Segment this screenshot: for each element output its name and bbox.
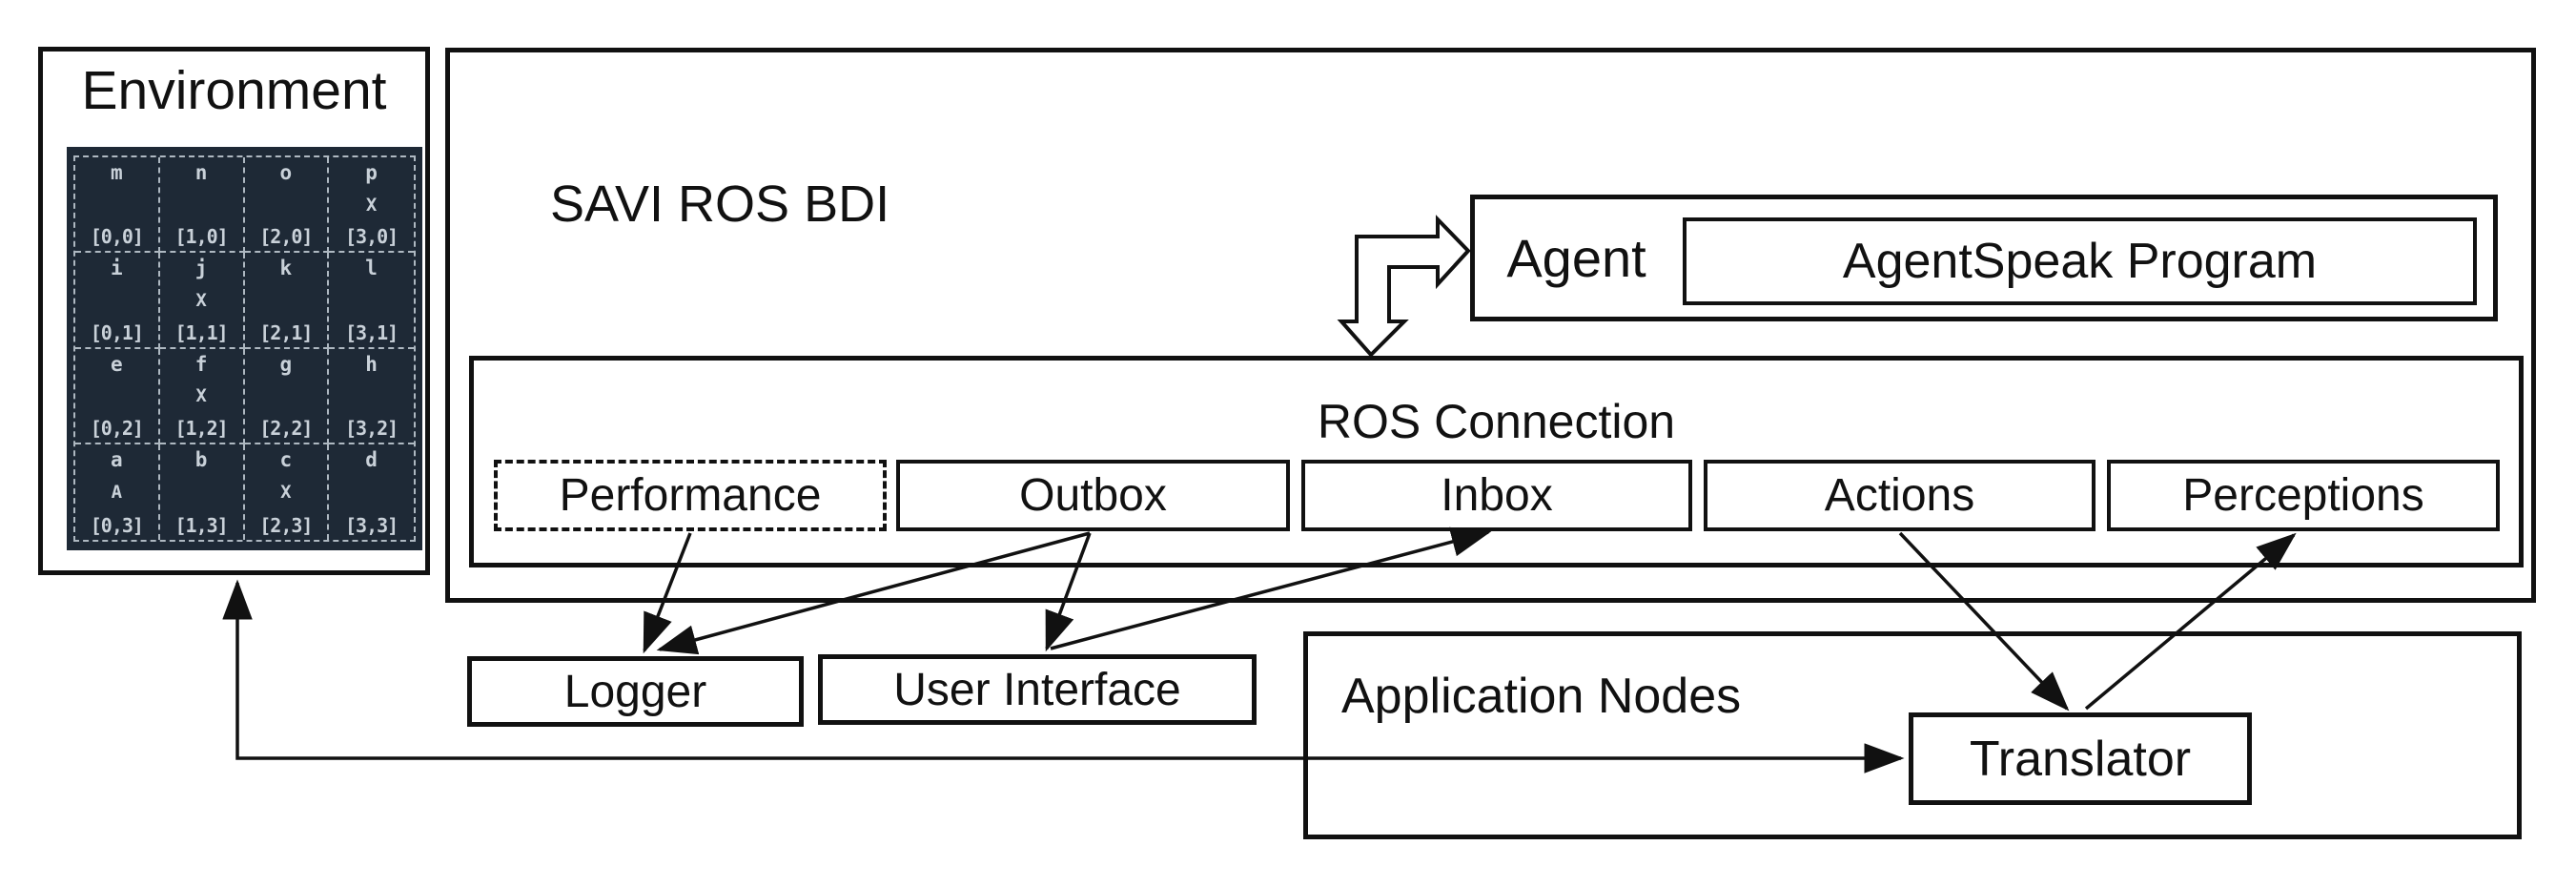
grid-cell-[1,3]: b [1,3] [160, 444, 245, 540]
grid-cell-[1,0]: n [1,0] [159, 157, 245, 254]
environment-title: Environment [81, 60, 387, 121]
grid-cell-coord: [0,0] [90, 225, 144, 249]
ros-connection-title: ROS Connection [1317, 395, 1676, 448]
grid-cell-[0,2]: e [0,2] [75, 348, 160, 444]
grid-cell-letter: h [365, 352, 378, 376]
grid-cell-coord: [0,1] [90, 320, 144, 344]
agentspeak-program-box: AgentSpeak Program [1683, 217, 2477, 305]
grid-cell-letter: n [194, 161, 208, 184]
topic-performance: Performance [494, 460, 887, 531]
grid-cell-[0,1]: i [0,1] [75, 253, 160, 349]
grid-cell-coord: [2,2] [259, 416, 313, 440]
grid-cell-coord: [2,3] [259, 514, 313, 537]
grid-cell-letter: l [365, 257, 378, 280]
grid-cell-letter: e [111, 352, 123, 376]
grid-cell-coord: [0,2] [90, 416, 144, 440]
topic-actions: Actions [1704, 460, 2096, 531]
grid-cell-coord: [3,1] [345, 320, 399, 344]
grid-cell-marker: A [111, 482, 123, 504]
grid-cell-coord: [1,0] [174, 225, 229, 249]
grid-cell-coord: [3,2] [345, 416, 399, 440]
grid-cell-coord: [0,3] [90, 514, 144, 537]
grid-cell-letter: c [279, 447, 293, 471]
grid-cell-[2,0]: o [2,0] [244, 157, 330, 254]
grid-cell-letter: d [365, 447, 378, 471]
grid-cell-letter: j [194, 257, 208, 280]
grid-cell-coord: [2,1] [259, 320, 313, 344]
grid-cell-[0,0]: m [0,0] [75, 157, 160, 254]
grid-cell-marker: X [195, 385, 207, 407]
grid-cell-[3,1]: l [3,1] [329, 253, 414, 349]
logger-box: Logger [467, 656, 804, 727]
grid-cell-[2,1]: k [2,1] [244, 253, 330, 349]
grid-cell-marker: X [195, 289, 207, 311]
grid-cell-letter: o [279, 161, 293, 184]
application-nodes-title: Application Nodes [1341, 669, 1742, 724]
grid-cell-marker: X [365, 194, 378, 216]
grid-cell-letter: g [279, 352, 293, 376]
savi-ros-bdi-title: SAVI ROS BDI [550, 175, 890, 233]
topic-outbox: Outbox [896, 460, 1290, 531]
topic-perceptions: Perceptions [2107, 460, 2500, 531]
grid-cell-letter: p [365, 161, 378, 184]
grid-cell-letter: b [194, 447, 208, 471]
user-interface-box: User Interface [818, 654, 1257, 725]
grid-cell-[3,3]: d [3,3] [329, 444, 414, 540]
grid-cell-coord: [1,2] [174, 416, 229, 440]
grid-cell-marker: X [280, 482, 292, 504]
grid-cell-[3,2]: h [3,2] [329, 349, 414, 444]
grid-cell-letter: m [111, 161, 123, 184]
grid-cell-coord: [3,0] [345, 225, 399, 249]
grid-cell-[2,2]: g [2,2] [244, 348, 330, 444]
grid-cell-coord: [3,3] [345, 514, 399, 537]
grid-cell-letter: i [111, 257, 123, 280]
grid-cell-coord: [2,0] [259, 225, 313, 249]
agent-label: Agent [1506, 228, 1646, 288]
grid-cell-coord: [1,3] [174, 514, 229, 537]
translator-box: Translator [1909, 712, 2252, 805]
grid-cell-letter: k [279, 257, 293, 280]
grid-cell-coord: [1,1] [174, 320, 229, 344]
topic-inbox: Inbox [1301, 460, 1692, 531]
grid-cell-letter: f [194, 352, 208, 376]
grid-cell-letter: a [111, 447, 123, 471]
